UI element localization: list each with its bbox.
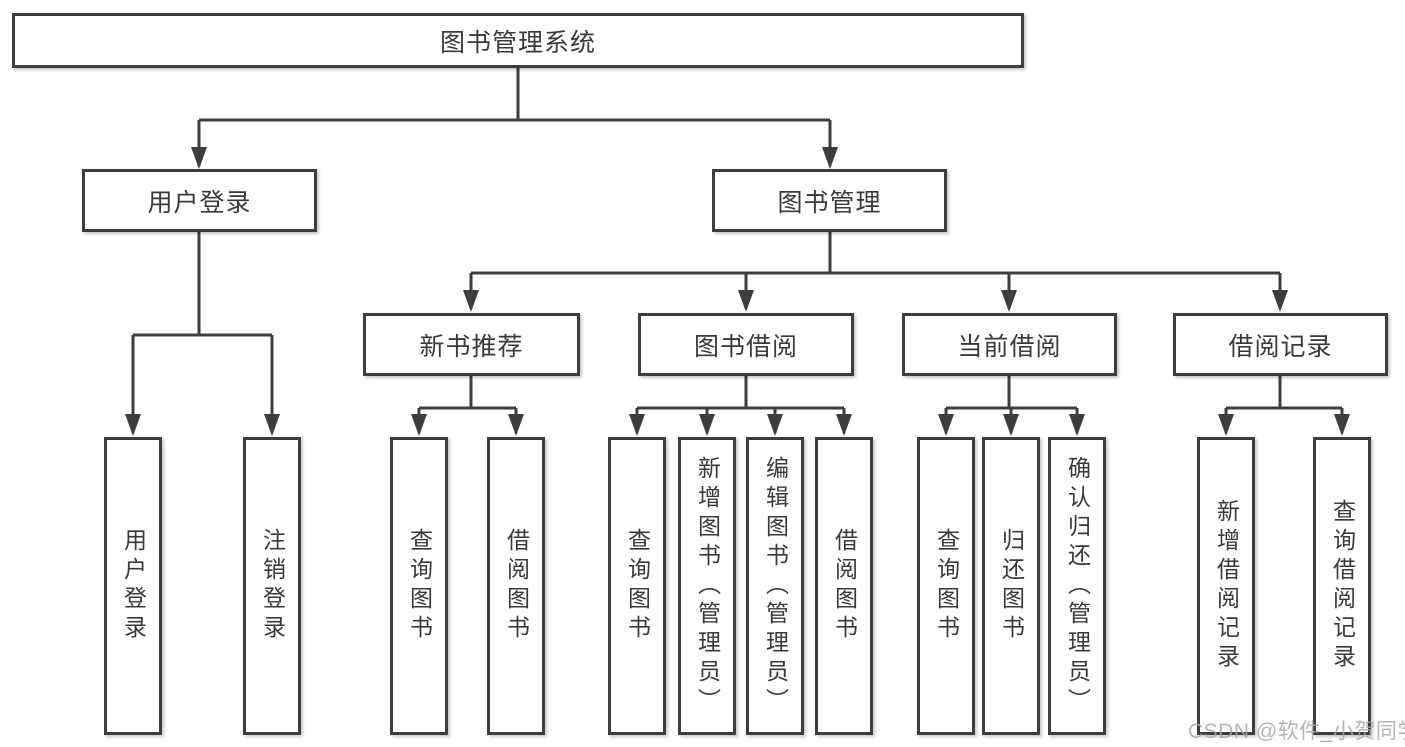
leaf-query-books-recommend: 查询图书 xyxy=(390,437,448,735)
leaf-query-books-current: 查询图书 xyxy=(917,437,975,735)
node-borrowing-records: 借阅记录 xyxy=(1173,313,1388,376)
csdn-watermark: CSDN @软件_小贺同学 xyxy=(1188,720,1405,743)
node-user-login-branch: 用户登录 xyxy=(82,169,317,232)
leaf-logout: 注销登录 xyxy=(243,437,301,735)
node-root-library-system: 图书管理系统 xyxy=(12,13,1024,68)
leaf-add-book-admin: 新增图书（管理员） xyxy=(678,437,736,735)
node-new-book-recommend: 新书推荐 xyxy=(363,313,580,376)
node-book-management-branch: 图书管理 xyxy=(712,169,947,232)
leaf-borrow-books-borrowing: 借阅图书 xyxy=(815,437,873,735)
leaf-edit-book-admin: 编辑图书（管理员） xyxy=(746,437,804,735)
leaf-query-books-borrowing: 查询图书 xyxy=(608,437,666,735)
leaf-return-book: 归还图书 xyxy=(982,437,1040,735)
leaf-borrow-books-recommend: 借阅图书 xyxy=(487,437,545,735)
leaf-confirm-return-admin: 确认归还（管理员） xyxy=(1048,437,1106,735)
leaf-user-login: 用户登录 xyxy=(104,437,162,735)
leaf-add-borrow-record: 新增借阅记录 xyxy=(1197,437,1255,735)
leaf-query-borrow-record: 查询借阅记录 xyxy=(1313,437,1371,735)
node-book-borrowing: 图书借阅 xyxy=(638,313,854,376)
node-current-borrowing: 当前借阅 xyxy=(902,313,1117,376)
